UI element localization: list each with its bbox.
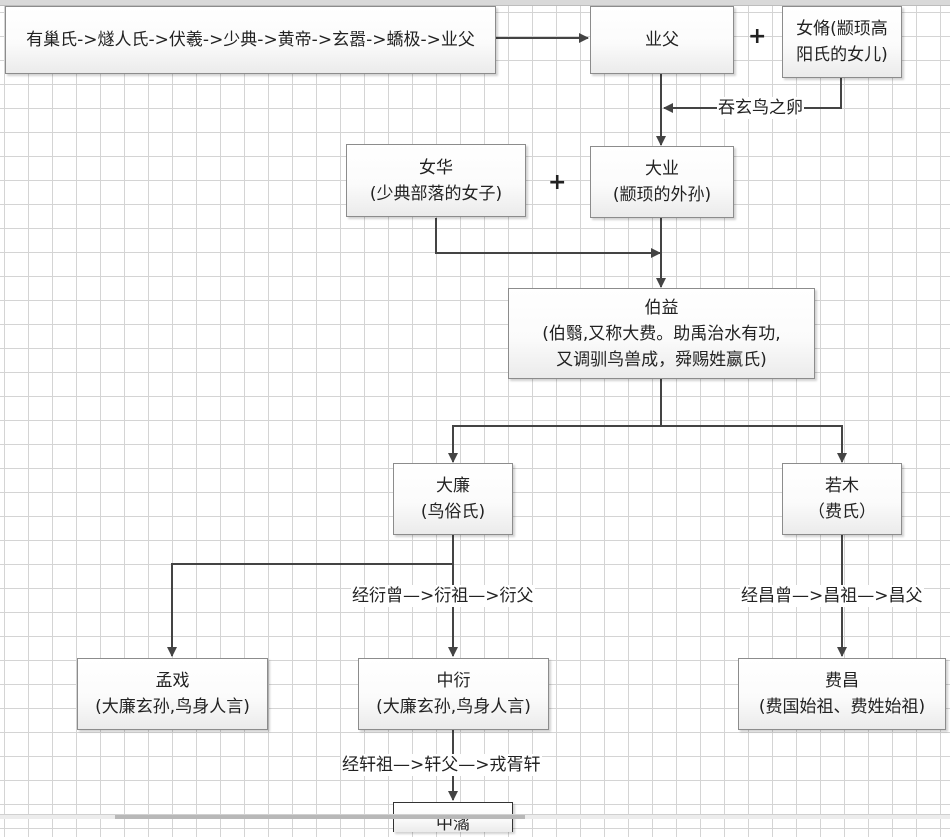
horizontal-scrollbar[interactable] (0, 814, 950, 819)
node-text: 中衍 (436, 671, 471, 691)
edge-boyi-to-ruomu (661, 425, 847, 463)
node-mengxi[interactable]: 孟戏 (大廉玄孙,鸟身人言) (77, 658, 268, 730)
plus-sign: + (548, 170, 567, 195)
node-zhongyan[interactable]: 中衍 (大廉玄孙,鸟身人言) (358, 658, 549, 730)
node-text: 大业 (645, 159, 679, 179)
node-text: 伯益 (644, 297, 679, 318)
edge-label-zhongyan-path: 经衍曾—>衍祖—>衍父 (351, 585, 535, 607)
node-text: 业父 (645, 30, 679, 50)
node-text: (鸟俗氏) (420, 502, 486, 522)
node-text: 费昌 (825, 671, 859, 691)
node-text: 若木 (825, 476, 859, 496)
node-text: 又调驯鸟兽成，舜赐姓嬴氏) (556, 349, 767, 370)
node-text: （费氏） (808, 502, 876, 522)
node-dalian[interactable]: 大廉 (鸟俗氏) (393, 463, 513, 535)
edge-boyi-to-dalian (448, 379, 662, 463)
edge-nvhua-to-boyi (435, 218, 661, 258)
plus-sign: + (748, 24, 767, 49)
node-text: (伯翳,又称大费。助禹治水有功, (542, 323, 781, 344)
node-text: (大廉玄孙,鸟身人言) (95, 697, 250, 717)
edge-label-swallow-egg: 吞玄鸟之卵 (717, 97, 804, 119)
node-text: 女华 (419, 157, 453, 178)
node-ruomu[interactable]: 若木 （费氏） (782, 463, 902, 535)
node-daye[interactable]: 大业 (颛顼的外孙) (590, 146, 734, 218)
node-boyi[interactable]: 伯益 (伯翳,又称大费。助禹治水有功, 又调驯鸟兽成，舜赐姓嬴氏) (508, 288, 815, 379)
scrollbar-thumb[interactable] (115, 815, 525, 819)
node-text: (少典部落的女子) (369, 183, 503, 204)
node-feichang[interactable]: 费昌 (费国始祖、费姓始祖) (738, 658, 946, 730)
edge-label-xuxuan-path: 经轩祖—>轩父—>戎胥轩 (341, 754, 542, 776)
top-ruler (0, 0, 950, 6)
node-lineage-chain[interactable]: 有巢氏->燧人氏->伏羲->少典->黄帝->玄嚣->蟜极->业父 (5, 6, 496, 74)
node-text: (颛顼的外孙) (612, 185, 712, 205)
node-text: 孟戏 (155, 671, 190, 691)
node-text: 女脩(颛顼高 (796, 19, 888, 39)
edge-label-feichang-path: 经昌曾—>昌祖—>昌父 (740, 585, 924, 607)
node-nvhua[interactable]: 女华 (少典部落的女子) (346, 144, 526, 217)
node-yefu[interactable]: 业父 (590, 6, 734, 74)
node-nvxiu[interactable]: 女脩(颛顼高 阳氏的女儿) (782, 6, 902, 78)
node-text: 阳氏的女儿) (796, 45, 888, 65)
node-text: 大廉 (436, 476, 470, 496)
node-text: (大廉玄孙,鸟身人言) (376, 697, 531, 717)
node-text: (费国始祖、费姓始祖) (758, 697, 926, 717)
node-text: 有巢氏->燧人氏->伏羲->少典->黄帝->玄嚣->蟜极->业父 (26, 30, 475, 50)
